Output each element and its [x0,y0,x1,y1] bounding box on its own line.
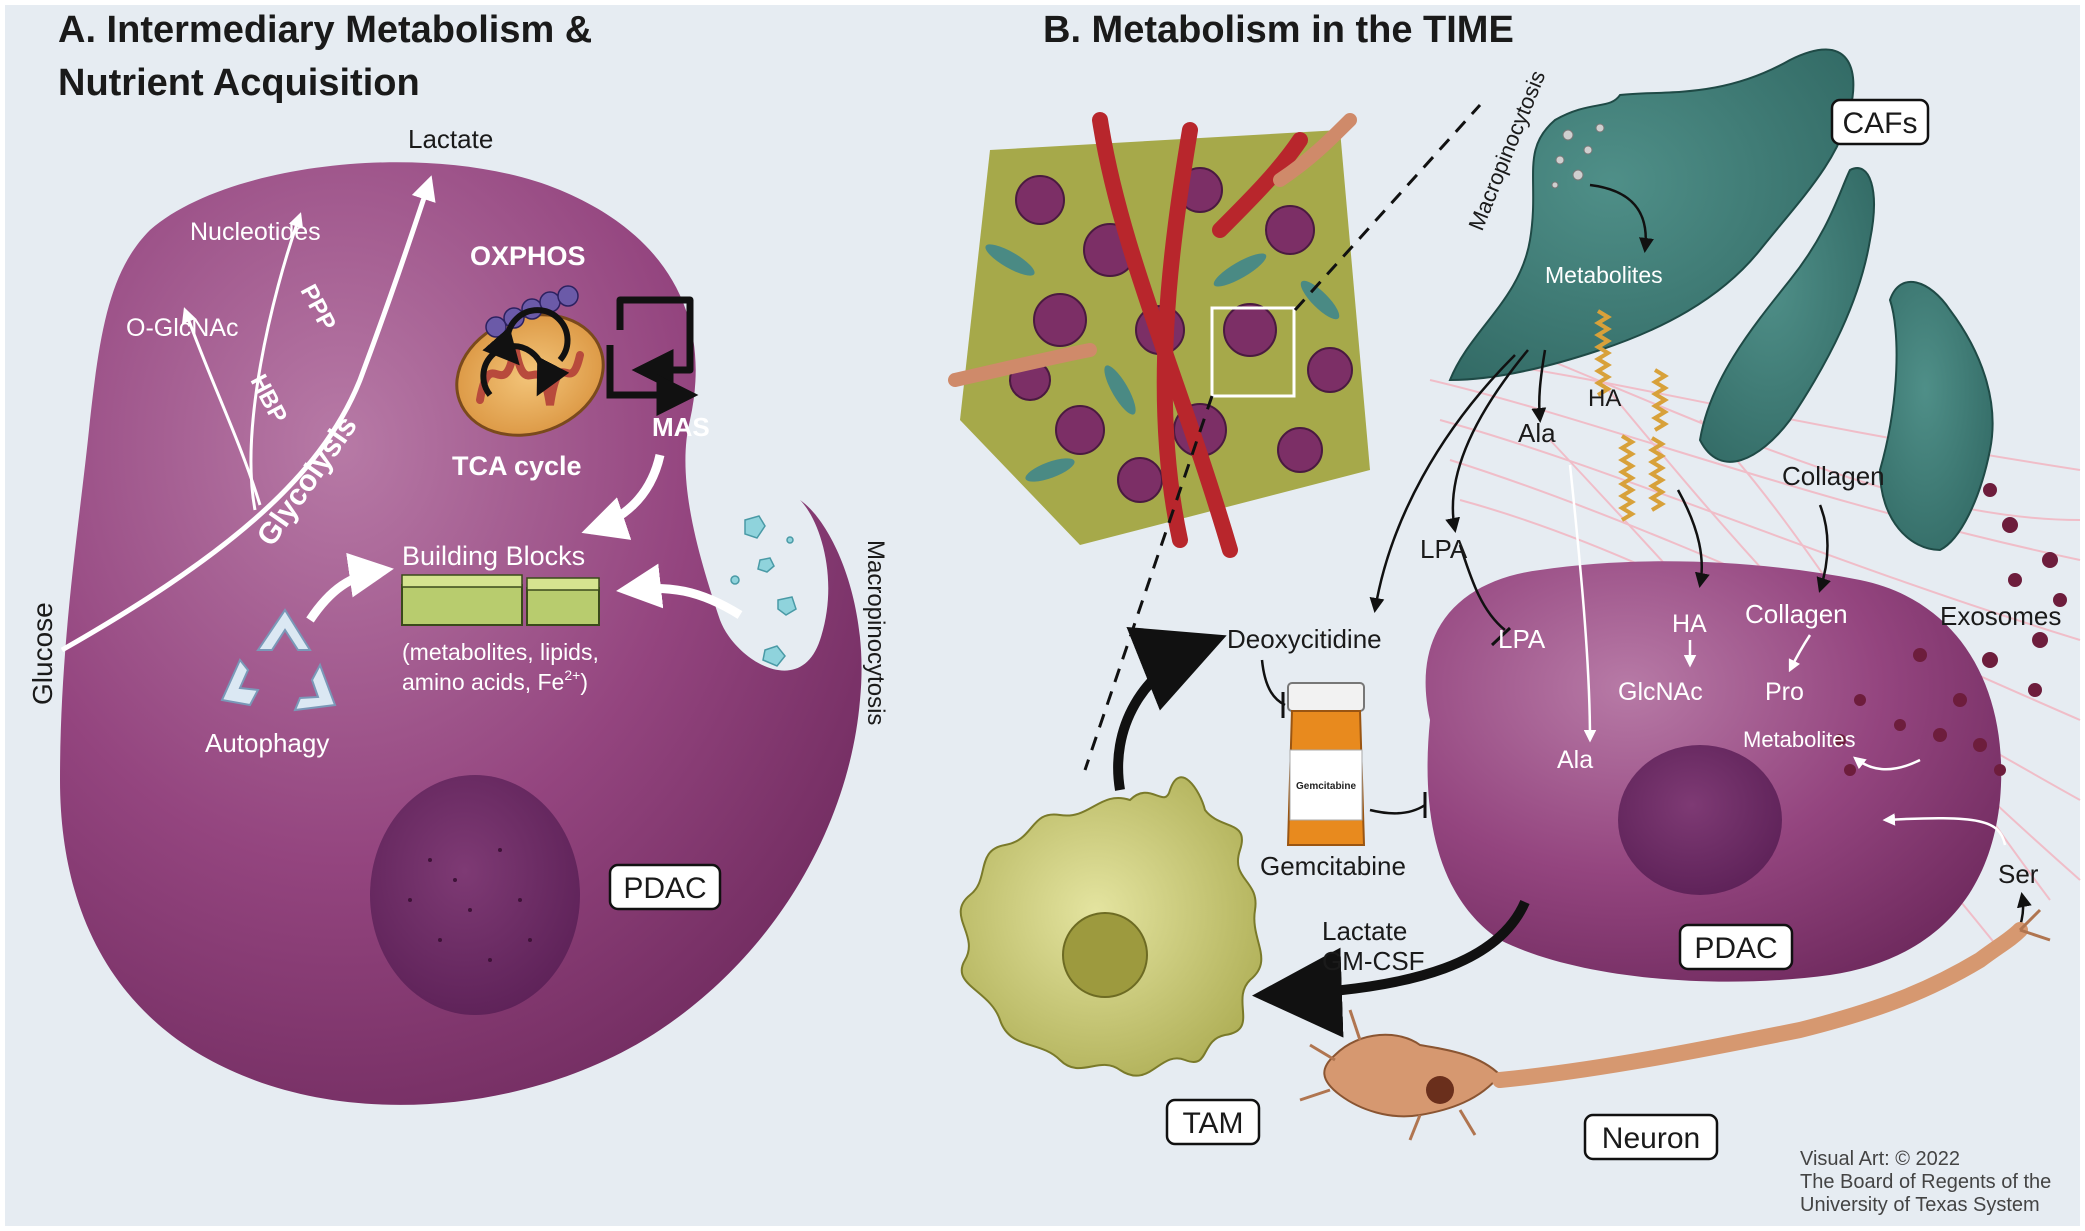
pdac-label-a: PDAC [623,872,706,905]
caf-cells [1448,48,1994,552]
ala-inner-label: Ala [1557,746,1593,774]
nucleotides-label: Nucleotides [190,218,321,246]
nucleus-speckles-a [408,848,532,962]
macropinocytosis-particles-b [1551,123,1605,189]
lactate-label-a: Lactate [408,124,493,154]
bottle-label: Gemcitabine [1296,781,1356,792]
tumor-tissue-block [948,112,1370,558]
exosome-dots [1834,483,2067,776]
autophagy-arrow [306,552,394,623]
building-blocks-label: Building Blocks [402,541,585,571]
caf-to-lpa-arrow [1445,349,1529,533]
collagen-top-label: Collagen [1782,461,1885,491]
exosomes-label: Exosomes [1940,601,2061,631]
mitochondrion [455,285,605,437]
panel-a-title-line2: Nutrient Acquisition [58,62,420,104]
lpa-inhibit-bar [1490,626,1512,647]
gemcitabine-inhibit-line [1369,803,1426,815]
ala-into-pdac-arrow [1568,464,1597,743]
caf-macro-arrow [1589,183,1654,253]
ser-label: Ser [1998,859,2039,889]
collagen-to-pro-arrow [1788,634,1812,673]
caf-to-deoxycitidine-arrow [1369,354,1516,613]
pdac-label-box-b [1678,923,1794,971]
zoom-line-bottom [1083,395,1214,771]
lactate-label-b: Lactate [1322,916,1407,946]
deoxycitidine-label: Deoxycitidine [1227,624,1382,654]
macropinocytosis-label-a: Macropinocytosis [862,540,889,725]
lpa-inner-label: LPA [1498,624,1546,654]
lpa-top-label: LPA [1420,534,1468,564]
pdac-nucleus-a [370,775,580,1015]
building-blocks-icon [401,574,600,626]
pdac-label-b: PDAC [1694,932,1777,965]
credit-line1: Visual Art: © 2022 [1800,1148,1960,1170]
tam-to-deoxycitidine-arrow [1113,627,1227,791]
glcnac-label: GlcNAc [1618,678,1703,706]
pdac-to-tam-arrow [1252,899,1530,1038]
gm-csf-label: GM-CSF [1322,946,1425,976]
neuron-cell [1299,908,2051,1141]
metabolites-caf-label: Metabolites [1545,262,1663,288]
glucose-label: Glucose [27,602,58,705]
ha-into-pdac-arrow [1676,489,1710,588]
ha-inner-label: HA [1672,610,1707,638]
mas-label: MAS [652,412,710,442]
macropinocytosis-arrow-a [616,563,743,619]
cafs-label: CAFs [1843,107,1918,140]
bb-detail-line1: (metabolites, lipids, [402,639,599,665]
metabolites-pdac-label: Metabolites [1743,727,1856,752]
mito-to-blocks-arrow [581,453,665,540]
ser-into-pdac-arrow [1882,813,2007,846]
autophagy-label: Autophagy [205,728,329,758]
ala-top-label: Ala [1518,418,1556,448]
macropinocytosis-particles-a [730,515,797,667]
ha-helices [1594,309,1669,522]
credit-line2: The Board of Regents of the [1800,1171,2051,1193]
gemcitabine-label: Gemcitabine [1260,851,1406,881]
collagen-inner-label: Collagen [1745,599,1848,629]
neuron-label-box [1583,1113,1719,1161]
exosome-to-metabolites-arrow [1853,756,1921,771]
pdac-nucleus-b [1618,745,1782,895]
collagen-into-pdac-arrow [1816,504,1831,593]
tam-label: TAM [1182,1107,1243,1140]
o-glcnac-label: O-GlcNAc [126,314,239,342]
cafs-label-box [1830,98,1930,146]
gemcitabine-bottle: Gemcitabine [1286,682,1366,846]
credit-line3: University of Texas System [1800,1194,2040,1216]
recycle-icon [220,608,337,712]
mas-shuttle [606,296,699,416]
hbp-arrow [181,307,262,506]
lpa-inhibit-line [1458,544,1506,631]
ha-top-label: HA [1588,385,1621,412]
glycolysis-arrow [60,175,436,653]
tca-cycle-label: TCA cycle [452,451,582,481]
panel-a-title-line1: A. Intermediary Metabolism & [58,9,592,51]
pro-label: Pro [1765,678,1804,706]
panel-a: A. Intermediary Metabolism & Nutrient Ac… [27,9,889,1105]
pdac-label-box-a [608,863,722,911]
oxphos-label: OXPHOS [470,241,586,271]
bb-detail-line2: amino acids, Fe2+) [402,667,588,695]
tam-nucleus [1062,912,1148,998]
neuron-label: Neuron [1602,1122,1700,1155]
tam-label-box [1165,1098,1261,1146]
caf-to-ala-arrow [1531,349,1547,423]
panel-b-title: B. Metabolism in the TIME [1043,9,1514,51]
